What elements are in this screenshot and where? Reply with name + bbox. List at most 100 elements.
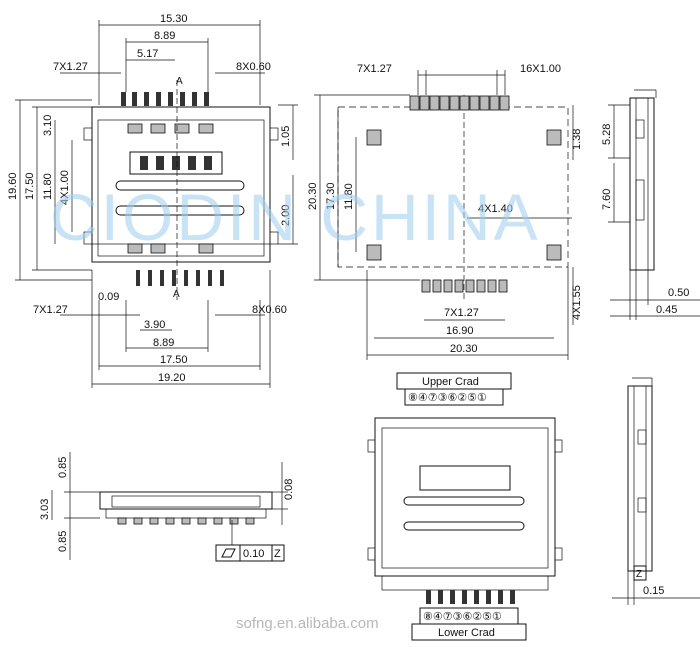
dim-15-30: 15.30 [160,13,188,25]
section-mark-a-top: A [176,76,183,87]
pcb-dim-7x1-27-top: 7X1.27 [357,63,392,75]
pin [132,92,137,106]
pcb-layout [314,70,574,360]
pcb-pads-bottom [421,279,508,293]
pin [220,270,224,286]
pin [469,95,480,111]
flatness-value: 0.10 [243,548,264,560]
dim-7x1-27-top: 7X1.27 [53,61,88,73]
top-pins [121,92,209,106]
front-dim-0-85-top: 0.85 [57,457,69,478]
left-tab-top [83,127,93,141]
front-view-pins [117,517,255,525]
pin [438,590,443,604]
side-dim-0-50: 0.50 [668,287,689,299]
dim-11-80-top: 11.80 [42,173,54,200]
pin [459,95,470,111]
pin [133,517,143,525]
pin [443,279,453,293]
flatness-icon [221,548,236,558]
dim-4x1-00: 4X1.00 [59,170,71,205]
side-view-right [608,89,700,320]
pin [181,517,191,525]
pin [156,92,161,106]
pin [510,590,515,604]
dim-1-05: 1.05 [280,126,292,147]
dim-3-90: 3.90 [144,319,165,331]
side-dim-0-45: 0.45 [656,304,677,316]
dim-8-89-top: 8.89 [154,30,175,42]
front-view [51,452,288,562]
front-dim-0-08: 0.08 [283,479,295,500]
pin [419,95,430,111]
pcb-dim-16x1-00: 16X1.00 [520,63,561,75]
pin [450,590,455,604]
pin [426,590,431,604]
pin [479,95,490,111]
pin [121,92,126,106]
pin [204,92,209,106]
dim-19-20: 19.20 [158,372,186,384]
pin [168,92,173,106]
upper-card-pins: ⑧④⑦③⑥②⑤① [408,392,487,404]
pin [465,279,475,293]
pin [498,590,503,604]
pcb-dim-11-80: 11.80 [343,183,355,210]
dim-19-60: 19.60 [7,172,19,200]
right-tab-bottom [269,231,279,245]
pcb-dim-17-30: 17.30 [325,182,337,210]
pin [439,95,450,111]
pcb-dim-4x1-55: 4X1.55 [571,285,583,320]
pin [172,270,176,286]
pin [429,95,440,111]
pin [499,95,510,111]
right-tab-top [269,127,279,141]
pin [165,517,175,525]
pcb-dim-20-30-vertical: 20.30 [307,182,319,210]
pin [184,270,188,286]
top-view [15,20,298,388]
lower-card-label: Lower Crad [438,627,495,639]
pcb-dim-1-38: 1.38 [571,129,583,150]
contact-block [129,151,223,175]
pin [462,590,467,604]
pin [160,270,164,286]
pcb-dim-7x1-27-bottom: 7X1.27 [444,307,479,319]
dim-5-17: 5.17 [137,48,158,60]
pin [192,92,197,106]
pcb-dim-4x1-40: 4X1.40 [478,203,513,215]
bottom-side-body [627,385,653,572]
side-view-body [629,97,655,271]
card-view [367,372,563,641]
pin [245,517,255,525]
dim-8-89-bottom: 8.89 [153,337,174,349]
pin [498,279,508,293]
pcb-dim-20-30-horizontal: 20.30 [450,343,478,355]
front-dim-0-85-bottom: 0.85 [57,531,69,552]
flatness-frame [215,544,285,562]
pin [487,279,497,293]
dim-3-10: 3.10 [42,115,54,136]
footer-url: sofng.en.alibaba.com [236,615,379,632]
pcb-dim-16-90: 16.90 [446,325,474,337]
pin [474,590,479,604]
side-dim-7-60: 7.60 [601,189,613,210]
pin [409,95,420,111]
dim-17-50-horizontal: 17.50 [160,354,188,366]
slot-lower [115,205,245,216]
watermark-text: CIODIN CHINA [50,180,541,254]
pin [148,270,152,286]
left-tab-bottom [83,231,93,245]
pin [213,517,223,525]
side-dim-5-28: 5.28 [601,124,613,145]
pin [449,95,460,111]
upper-pins-box [404,388,504,406]
side-view-bottom [612,377,700,605]
pin [489,95,500,111]
pin [432,279,442,293]
pin [476,279,486,293]
pin [454,279,464,293]
bottom-pins [136,270,224,286]
